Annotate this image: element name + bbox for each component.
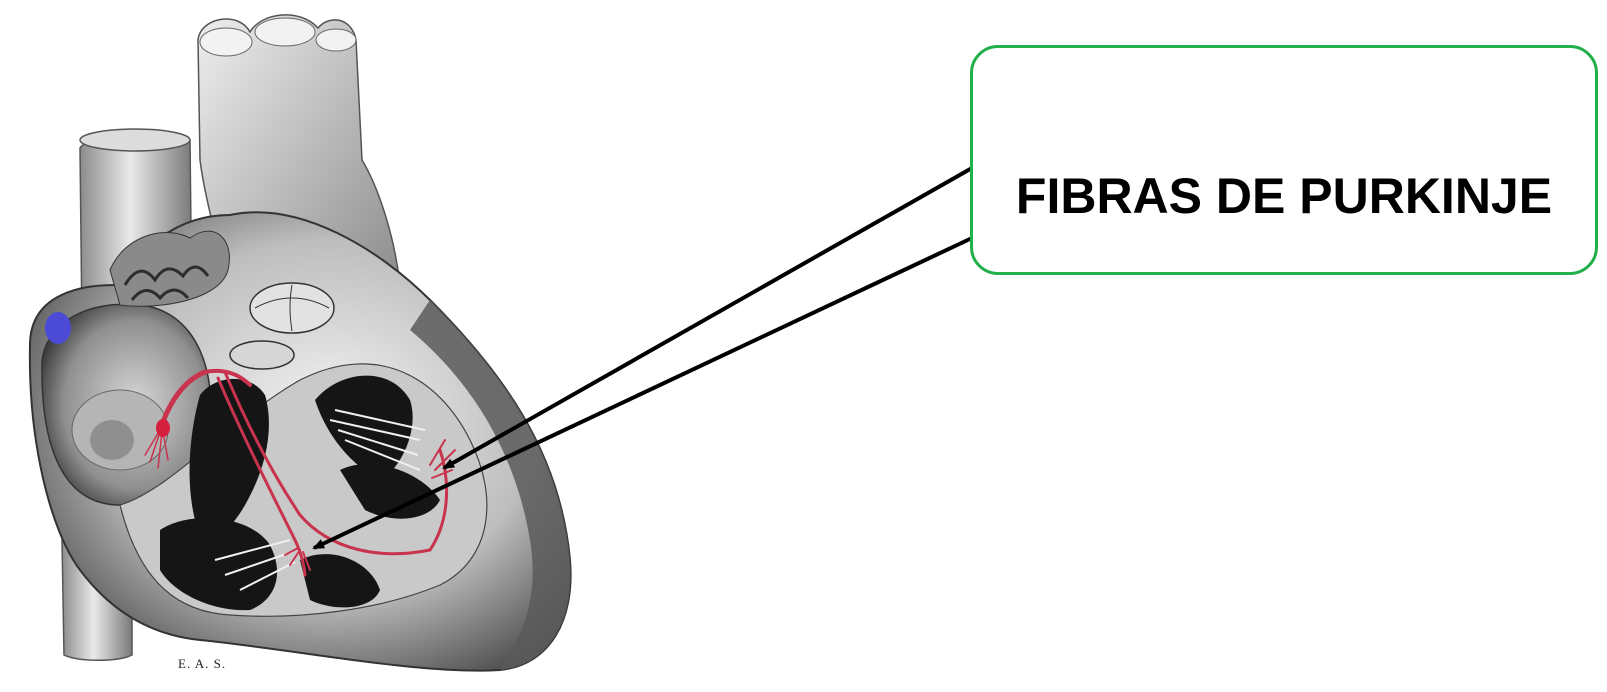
callout-box: FIBRAS DE PURKINJE (970, 45, 1598, 275)
callout-label: FIBRAS DE PURKINJE (973, 166, 1595, 226)
atrioventricular-node (156, 419, 170, 437)
arrow-upper (444, 168, 972, 468)
sinoatrial-node (45, 312, 71, 344)
illustrator-signature: E. A. S. (178, 656, 226, 672)
